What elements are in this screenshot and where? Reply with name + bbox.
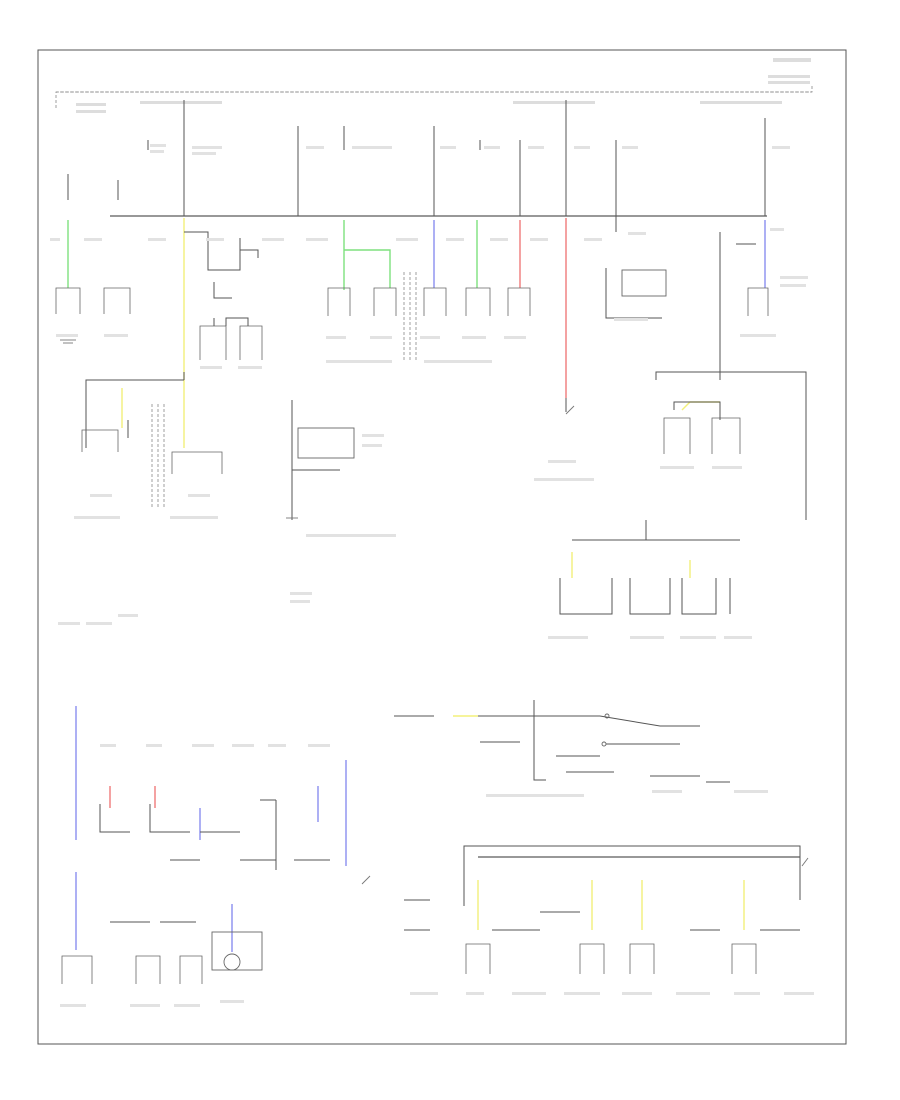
upper-middle-components — [327, 272, 531, 360]
faint-labels — [50, 144, 814, 1007]
lower-switch-cluster — [394, 700, 730, 783]
colored-wires — [67, 218, 766, 952]
upper-right-components — [605, 216, 807, 520]
upper-left-components — [55, 231, 263, 360]
lower-right-components — [404, 899, 800, 974]
fuse-box-outline — [55, 84, 813, 108]
lower-left-components — [61, 799, 330, 984]
header-labels — [76, 58, 811, 113]
diagram-frame — [37, 49, 847, 1045]
ground-symbols — [60, 339, 809, 885]
relay-area-right — [559, 398, 741, 615]
relay-area-left — [81, 372, 355, 520]
lower-bus-return — [463, 845, 801, 906]
fuse-feeds — [67, 100, 766, 216]
